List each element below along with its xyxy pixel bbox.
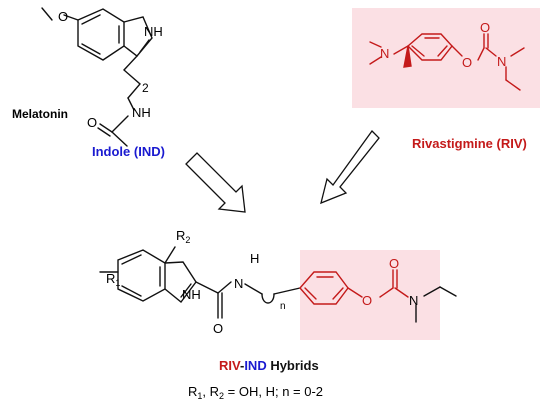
hybrid-r2-letter: R [176, 228, 185, 243]
melatonin-label: Melatonin [12, 107, 68, 121]
hybrid-caption-rest: Hybrids [267, 358, 319, 373]
hybrid-amide-n: N [234, 276, 243, 291]
cond-sep: , [202, 384, 209, 399]
hybrid-r2-sub: 2 [185, 235, 190, 245]
arrow-right [320, 130, 380, 205]
hybrid-r1-letter: R [106, 271, 115, 286]
rivastigmine-highlight [352, 8, 540, 108]
melatonin-carbonyl-o: O [87, 115, 97, 130]
hybrid-r1: R1 [106, 271, 120, 288]
melatonin-ring-nh: NH [144, 24, 163, 39]
hybrid-ester-o: O [362, 293, 372, 308]
hybrid-r1-sub: 1 [115, 278, 120, 288]
cond-r2: R [210, 384, 219, 399]
rivastigmine-ester-o: O [462, 55, 472, 70]
hybrid-conditions: R1, R2 = OH, H; n = 0-2 [188, 384, 323, 401]
hybrid-amide-o: O [213, 321, 223, 336]
indole-caption: Indole (IND) [92, 144, 165, 159]
cond-r1: R [188, 384, 197, 399]
hybrid-structure [99, 246, 301, 319]
rivastigmine-caption: Rivastigmine (RIV) [412, 136, 527, 151]
rivastigmine-dimethyl-n: N [380, 46, 389, 61]
hybrid-carbamate-n: N [409, 293, 418, 308]
hybrid-riv-part [299, 269, 409, 305]
hybrid-riv-highlight [300, 250, 440, 340]
benzene-ring [77, 8, 125, 61]
melatonin-chain-index: 2 [142, 81, 149, 95]
hybrid-caption-ind: IND [244, 358, 266, 373]
hybrid-carbonyl-o: O [389, 256, 399, 271]
melatonin-structure [41, 7, 153, 147]
hybrid-carbamate-tail [415, 286, 457, 323]
hybrid-r2: R2 [176, 228, 190, 245]
hybrid-caption: RIV-IND Hybrids [219, 358, 319, 373]
melatonin-amide-nh: NH [132, 105, 151, 120]
melatonin-methoxy-o: O [58, 9, 68, 24]
rivastigmine-carbamate-n: N [497, 54, 506, 69]
hybrid-amide-h: H [250, 251, 259, 266]
rivastigmine-structure [369, 33, 525, 91]
rivastigmine-carbonyl-o: O [480, 20, 490, 35]
cond-r2-sub: 2 [219, 391, 224, 401]
cond-r1-sub: 1 [197, 391, 202, 401]
hybrid-n-index: n [280, 301, 286, 312]
arrow-left [185, 152, 246, 213]
cond-rest: = OH, H; n = 0-2 [224, 384, 323, 399]
hybrid-caption-dash: - [240, 358, 244, 373]
hybrid-benzene-ring [117, 249, 166, 302]
hybrid-caption-riv: RIV [219, 358, 241, 373]
hybrid-ring-nh: NH [182, 287, 201, 302]
